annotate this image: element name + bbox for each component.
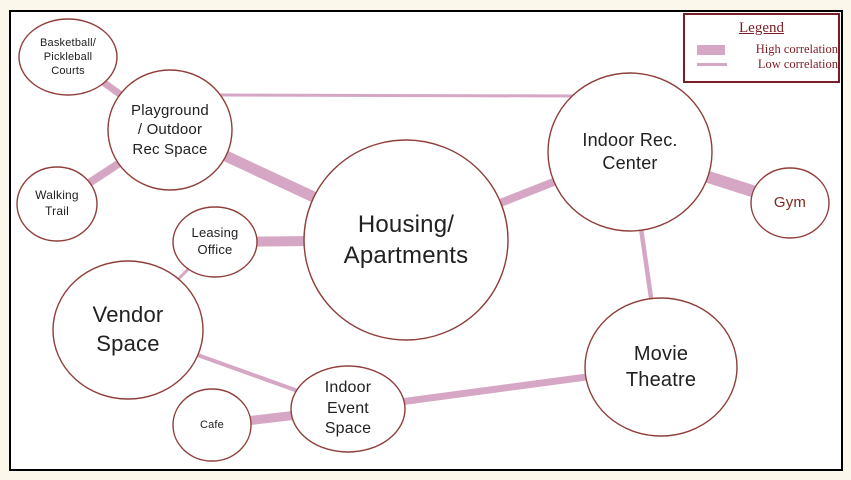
node-gym xyxy=(750,167,830,239)
node-playground-outdoor-rec-space xyxy=(107,69,233,191)
node-indoor-rec-center xyxy=(547,72,713,232)
legend-item-low-correlation: Low correlation xyxy=(685,57,838,72)
legend-item-high-correlation: High correlation xyxy=(685,42,838,57)
node-housing-apartments xyxy=(303,139,509,341)
low-correlation-swatch xyxy=(697,63,727,66)
node-vendor-space xyxy=(52,260,204,400)
node-cafe xyxy=(172,388,252,462)
legend-item-label: High correlation xyxy=(755,42,838,56)
node-walking-trail xyxy=(16,166,98,242)
legend-title: Legend xyxy=(739,20,784,36)
legend-item-label: Low correlation xyxy=(757,57,838,71)
node-leasing-office xyxy=(172,206,258,278)
legend: Legend High correlation Low correlation xyxy=(683,13,840,83)
node-movie-theatre xyxy=(584,297,738,437)
high-correlation-swatch xyxy=(697,44,725,55)
node-basketball-pickleball-courts xyxy=(18,18,118,96)
node-indoor-event-space xyxy=(290,365,406,453)
edge-playground-outdoor-rec-space--indoor-rec-center xyxy=(217,93,577,98)
